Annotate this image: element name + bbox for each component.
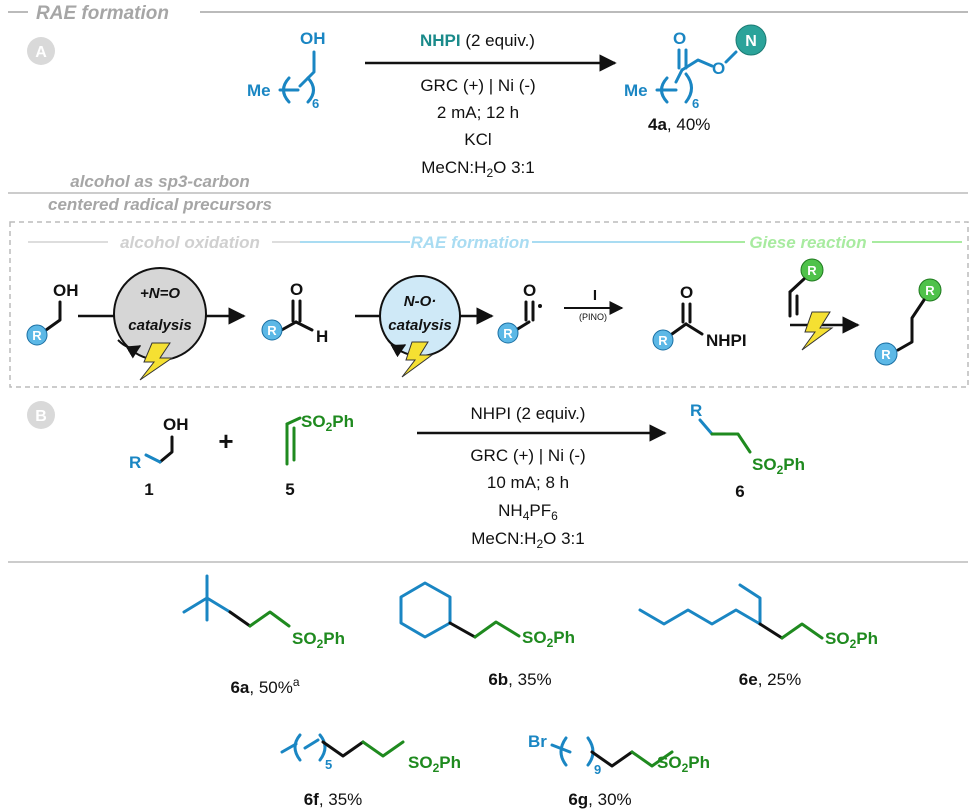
stage-rae-formation: RAE formation — [411, 233, 530, 252]
svg-text:Br: Br — [528, 732, 547, 751]
product-6b-label: 6b, 35% — [488, 670, 551, 689]
svg-text:R: R — [658, 333, 668, 348]
svg-text:5: 5 — [285, 480, 294, 499]
svg-text:6: 6 — [312, 96, 319, 111]
svg-text:R: R — [503, 326, 513, 341]
svg-text:5: 5 — [325, 757, 332, 772]
octanol-structure: OH Me 6 — [247, 29, 326, 111]
svg-text:1: 1 — [144, 480, 153, 499]
svg-text:O: O — [673, 29, 686, 48]
svg-text:KCl: KCl — [464, 130, 491, 149]
svg-text:SO2Ph: SO2Ph — [301, 412, 354, 434]
product-6g-structure: Br 9 SO2Ph — [528, 732, 710, 777]
svg-text:SO2Ph: SO2Ph — [292, 629, 345, 651]
svg-text:Me: Me — [247, 81, 271, 100]
stage-alcohol-oxidation: alcohol oxidation — [120, 233, 260, 252]
mech-giese-product: R R — [874, 278, 942, 366]
conditions-a: NHPI (2 equiv.) GRC (+) | Ni (-) 2 mA; 1… — [365, 31, 617, 180]
mech-acyl-radical: O R — [497, 281, 542, 344]
svg-text:R: R — [32, 328, 42, 343]
svg-text:MeCN:H2O 3:1: MeCN:H2O 3:1 — [421, 158, 534, 180]
svg-text:GRC (+) | Ni (-): GRC (+) | Ni (-) — [420, 76, 535, 95]
section-a-badge — [27, 37, 55, 65]
section-b-label: B — [35, 408, 47, 425]
lightning-icon — [139, 342, 174, 381]
svg-text:R: R — [881, 347, 891, 362]
mech-rae: O R NHPI — [652, 283, 747, 351]
svg-text:catalysis: catalysis — [128, 317, 191, 334]
svg-text:2 mA; 12 h: 2 mA; 12 h — [437, 103, 519, 122]
svg-text:N: N — [745, 33, 757, 50]
product-6f-label: 6f, 35% — [304, 790, 363, 809]
svg-text:GRC (+) | Ni (-): GRC (+) | Ni (-) — [470, 446, 585, 465]
svg-text:10 mA; 8 h: 10 mA; 8 h — [487, 473, 569, 492]
svg-text:SO2Ph: SO2Ph — [752, 455, 805, 477]
section-a-header: RAE formation — [36, 3, 169, 24]
alcohol-1-structure: OH R 1 — [129, 415, 189, 499]
svg-text:SO2Ph: SO2Ph — [825, 629, 878, 651]
section-b-badge — [27, 401, 55, 429]
mech-alcohol: OH R — [26, 281, 79, 346]
svg-text:OH: OH — [300, 29, 326, 48]
svg-text:I: I — [593, 287, 597, 304]
svg-text:NHPI (2 equiv.): NHPI (2 equiv.) — [471, 404, 586, 423]
product-4a-structure: O O N Me 6 — [624, 24, 767, 111]
product-6a-label: 6a, 50%a — [230, 675, 299, 697]
svg-text:N-O·: N-O· — [404, 293, 437, 310]
product-6g-label: 6g, 30% — [568, 790, 631, 809]
plus-sign: + — [218, 426, 233, 456]
svg-text:(PINO): (PINO) — [579, 312, 607, 322]
svg-text:R: R — [690, 401, 702, 420]
mech-aldehyde: O R H — [261, 280, 328, 346]
svg-text:Me: Me — [624, 81, 648, 100]
svg-text:O: O — [712, 59, 725, 78]
svg-text:6: 6 — [735, 482, 744, 501]
svg-text:R: R — [807, 263, 817, 278]
svg-text:SO2Ph: SO2Ph — [657, 753, 710, 775]
svg-text:MeCN:H2O 3:1: MeCN:H2O 3:1 — [471, 529, 584, 551]
svg-text:O: O — [523, 281, 536, 300]
svg-text:OH: OH — [163, 415, 189, 434]
catalyst-1-label: +N=O — [140, 285, 180, 302]
svg-text:NHPI (2 equiv.): NHPI (2 equiv.) — [420, 31, 535, 50]
mech-alkene: R — [788, 258, 824, 318]
product-6e-label: 6e, 25% — [739, 670, 801, 689]
section-a-label: A — [35, 44, 47, 61]
product-6a-structure: SO2Ph — [182, 574, 345, 651]
svg-text:SO2Ph: SO2Ph — [522, 628, 575, 650]
svg-text:catalysis: catalysis — [388, 317, 451, 334]
svg-text:NH4PF6: NH4PF6 — [498, 501, 558, 523]
svg-text:6: 6 — [692, 96, 699, 111]
mechanism-header-2: centered radical precursors — [48, 195, 272, 214]
svg-text:SO2Ph: SO2Ph — [408, 753, 461, 775]
svg-text:H: H — [316, 327, 328, 346]
svg-text:NHPI: NHPI — [706, 331, 747, 350]
lightning-icon — [801, 311, 834, 351]
svg-text:9: 9 — [594, 762, 601, 777]
product-4a-label: 4a, 40% — [648, 115, 710, 134]
svg-text:R: R — [267, 323, 277, 338]
conditions-b: NHPI (2 equiv.) GRC (+) | Ni (-) 10 mA; … — [417, 404, 667, 551]
svg-text:OH: OH — [53, 281, 79, 300]
lightning-icon — [401, 341, 434, 378]
mechanism-header-1: alcohol as sp3-carbon — [70, 172, 250, 191]
product-6f-structure: 5 SO2Ph — [280, 733, 461, 775]
svg-text:O: O — [680, 283, 693, 302]
svg-text:R: R — [925, 283, 935, 298]
vinyl-sulfone-structure: SO2Ph 5 — [285, 412, 354, 499]
product-6-structure: R SO2Ph 6 — [690, 401, 805, 501]
product-6e-structure: SO2Ph — [638, 583, 878, 651]
stage-giese-reaction: Giese reaction — [749, 233, 866, 252]
svg-text:O: O — [290, 280, 303, 299]
svg-text:R: R — [129, 453, 141, 472]
product-6b-structure: SO2Ph — [399, 581, 575, 650]
